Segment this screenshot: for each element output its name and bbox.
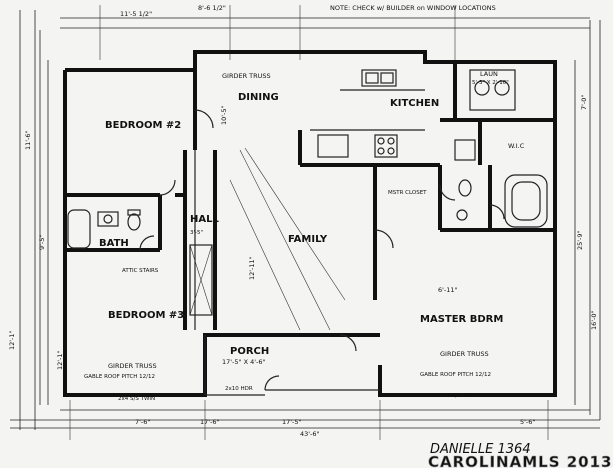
dimension-porch-width: 17'-5"	[282, 418, 302, 426]
dimension-bottom-left: 7'-6"	[135, 418, 150, 426]
dimension-left-side: 11'-6"	[24, 130, 32, 150]
fixtures	[67, 69, 548, 316]
dimension-top-mid: 8'-6 1/2"	[198, 4, 226, 12]
dimension-bottom-mid: 17'-6"	[200, 418, 220, 426]
dimension-master-width: 6'-11"	[438, 286, 458, 294]
dining-label: DINING	[238, 92, 279, 103]
dimension-left-bottom: 12'-1"	[8, 330, 16, 350]
porch-header-note: 2x10 HDR	[225, 386, 253, 392]
kitchen-label: KITCHEN	[390, 98, 439, 109]
dimension-bottom-right: 5'-6"	[520, 418, 535, 426]
plan-signature: DANIELLE 1364	[430, 442, 531, 457]
dimension-left-side-2: 9'-5"	[38, 235, 46, 250]
master-closet-label: MSTR CLOSET	[388, 190, 427, 196]
girder-truss-note: GIRDER TRUSS	[222, 72, 271, 80]
watermark: CAROLINAMLS 2013	[428, 453, 612, 468]
twin-note-right: 2x4 S/S TWIN	[440, 393, 477, 399]
ceiling-hatch	[229, 147, 346, 331]
dimension-bedroom-3: 12'-1"	[56, 350, 64, 370]
dimension-right-side: 7'-0"	[580, 95, 588, 110]
exterior-walls	[63, 50, 557, 397]
attic-stairs-note: ATTIC STAIRS	[122, 268, 159, 274]
bath-label: BATH	[99, 238, 129, 249]
girder-truss-note-left: GIRDER TRUSS	[108, 362, 157, 370]
gable-roof-note-right: GABLE ROOF PITCH 12/12	[420, 372, 491, 378]
dimension-kitchen: 10'-5"	[220, 105, 228, 125]
dimension-family-width: 12'-11"	[248, 256, 256, 280]
family-label: FAMILY	[288, 234, 328, 245]
dimension-right-total: 16'-0"	[590, 310, 598, 330]
gable-roof-note-left: GABLE ROOF PITCH 12/12	[84, 374, 155, 380]
laundry-label: LAUN	[480, 70, 498, 78]
dimension-top-left: 11'-5 1/2"	[120, 10, 152, 18]
porch-size: 17'-5" X 4'-6"	[222, 358, 266, 366]
dimension-hall: 3'-5"	[190, 230, 203, 236]
bedroom-2-label: BEDROOM #2	[105, 120, 181, 131]
dimension-bottom-total: 43'-6"	[300, 430, 320, 438]
window-note: NOTE: CHECK w/ BUILDER on WINDOW LOCATIO…	[330, 4, 496, 12]
porch-label: PORCH	[230, 346, 269, 357]
bedroom-3-label: BEDROOM #3	[108, 310, 184, 321]
twin-note-left: 2x4 S/S TWIN	[118, 396, 155, 402]
door-swings	[139, 109, 505, 391]
wic-label: W.I.C	[508, 142, 525, 150]
interior-walls	[65, 62, 555, 396]
girder-truss-note-right: GIRDER TRUSS	[440, 350, 489, 358]
hall-label: HALL	[190, 214, 219, 225]
dimension-right-side-2: 25'-9"	[576, 230, 584, 250]
laundry-size: 5'-3" X 2'-10"	[472, 80, 509, 86]
master-bedroom-label: MASTER BDRM	[420, 314, 503, 325]
